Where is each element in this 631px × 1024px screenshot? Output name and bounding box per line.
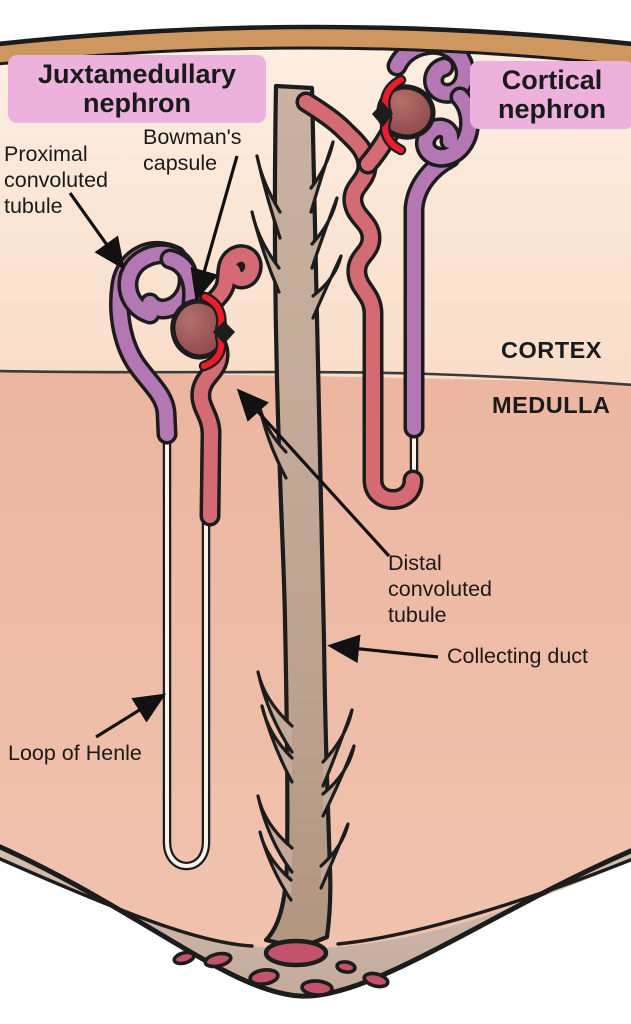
collecting-duct <box>250 83 356 951</box>
arterioles <box>372 74 407 156</box>
bowmans-arrow <box>190 155 239 302</box>
label-cortical-nephron: Cortical nephron <box>470 61 631 130</box>
cortical-nephron <box>295 33 480 510</box>
label-distal-convoluted-tubule: Distal convoluted tubule <box>388 551 492 627</box>
papilla-band <box>0 844 631 999</box>
label-proximal-convoluted-tubule: Proximal convoluted tubule <box>4 142 108 218</box>
label-medulla: MEDULLA <box>492 392 611 418</box>
label-juxtamedullary-nephron: Juxtamedullary nephron <box>8 55 266 124</box>
cortex-medulla-boundary <box>0 369 631 387</box>
loop-of-henle <box>162 427 211 871</box>
duct-opening <box>263 938 329 968</box>
juxtaglomerular-apparatus <box>372 102 393 127</box>
label-collecting-duct: Collecting duct <box>447 644 589 668</box>
label-cortex: CORTEX <box>501 337 602 363</box>
label-loop-of-henle: Loop of Henle <box>8 741 142 765</box>
annotation-arrows <box>68 155 439 739</box>
collecting-duct-arrow <box>327 634 439 664</box>
proximal-tubule <box>386 33 480 439</box>
papillary-openings <box>172 938 390 997</box>
label-bowmans-capsule: Bowman's capsule <box>143 125 242 175</box>
juxtamedullary-nephron <box>108 240 263 871</box>
juxtaglomerular-apparatus <box>213 321 235 344</box>
collecting-duct-branches <box>250 140 356 902</box>
distal-arrow <box>236 388 391 558</box>
loop-arrow <box>95 693 167 739</box>
proximal-tubule <box>108 240 204 445</box>
proximal-arrow <box>68 192 125 270</box>
